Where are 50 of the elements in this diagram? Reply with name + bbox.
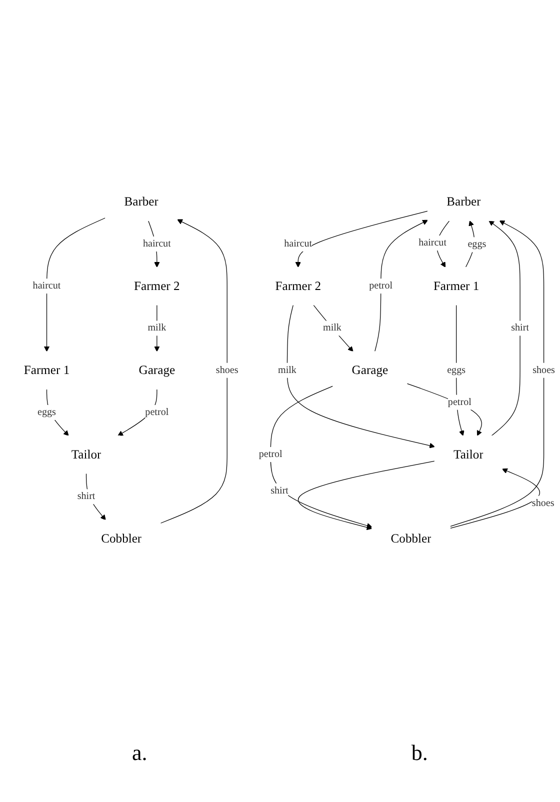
arrow (298, 460, 435, 530)
edge-label: milk (323, 322, 342, 333)
arrow (286, 304, 435, 448)
edge-label: shoes (216, 364, 238, 376)
arrow (450, 468, 540, 528)
edge-label: eggs (38, 406, 56, 418)
arrow (465, 220, 475, 268)
arrow (295, 210, 428, 268)
arrow (450, 220, 544, 526)
edge-label: shoes (532, 364, 555, 376)
edge-label: milk (278, 364, 296, 376)
node-text: Farmer 2 (134, 278, 180, 293)
arrow (160, 218, 228, 524)
arrow (86, 472, 106, 520)
arrow (44, 217, 106, 352)
edge-label: shirt (511, 322, 529, 333)
arrow (270, 385, 372, 528)
arrow (374, 220, 428, 352)
node-text: Cobbler (390, 532, 432, 546)
edge-label: milk (148, 322, 166, 333)
node-text: Tailor (71, 447, 102, 462)
node-text: Garage (138, 363, 176, 377)
edge-label: petrol (448, 396, 472, 407)
arrow (488, 220, 520, 436)
edge-label: petrol (369, 280, 393, 291)
edge-label: shirt (77, 490, 96, 502)
edge-label: shirt (270, 484, 288, 496)
edge-label: shoes (532, 497, 554, 508)
edge-label: haircut (418, 237, 446, 248)
node-text: Barber (124, 194, 158, 208)
node-text: Farmer 2 (275, 278, 321, 293)
arrow (313, 304, 354, 352)
edge-label: haircut (142, 238, 171, 249)
arrow (46, 388, 69, 436)
edge-label: eggs (468, 238, 486, 250)
node-text: Farmer 1 (433, 278, 480, 293)
edge-label: petrol (258, 448, 282, 460)
edge-label: haircut (32, 280, 61, 291)
panel-label: a. (132, 740, 148, 766)
node-text: Farmer 1 (24, 363, 70, 377)
edge-label: haircut (284, 238, 312, 249)
edge-label: petrol (145, 406, 169, 418)
edge-label: eggs (447, 364, 466, 376)
arrow (406, 382, 482, 436)
panel-label: b. (411, 740, 428, 766)
node-text: Tailor (454, 447, 484, 462)
arrow (456, 304, 464, 436)
node-text: Garage (352, 363, 388, 377)
node-text: Barber (446, 194, 481, 208)
node-text: Cobbler (101, 532, 142, 546)
